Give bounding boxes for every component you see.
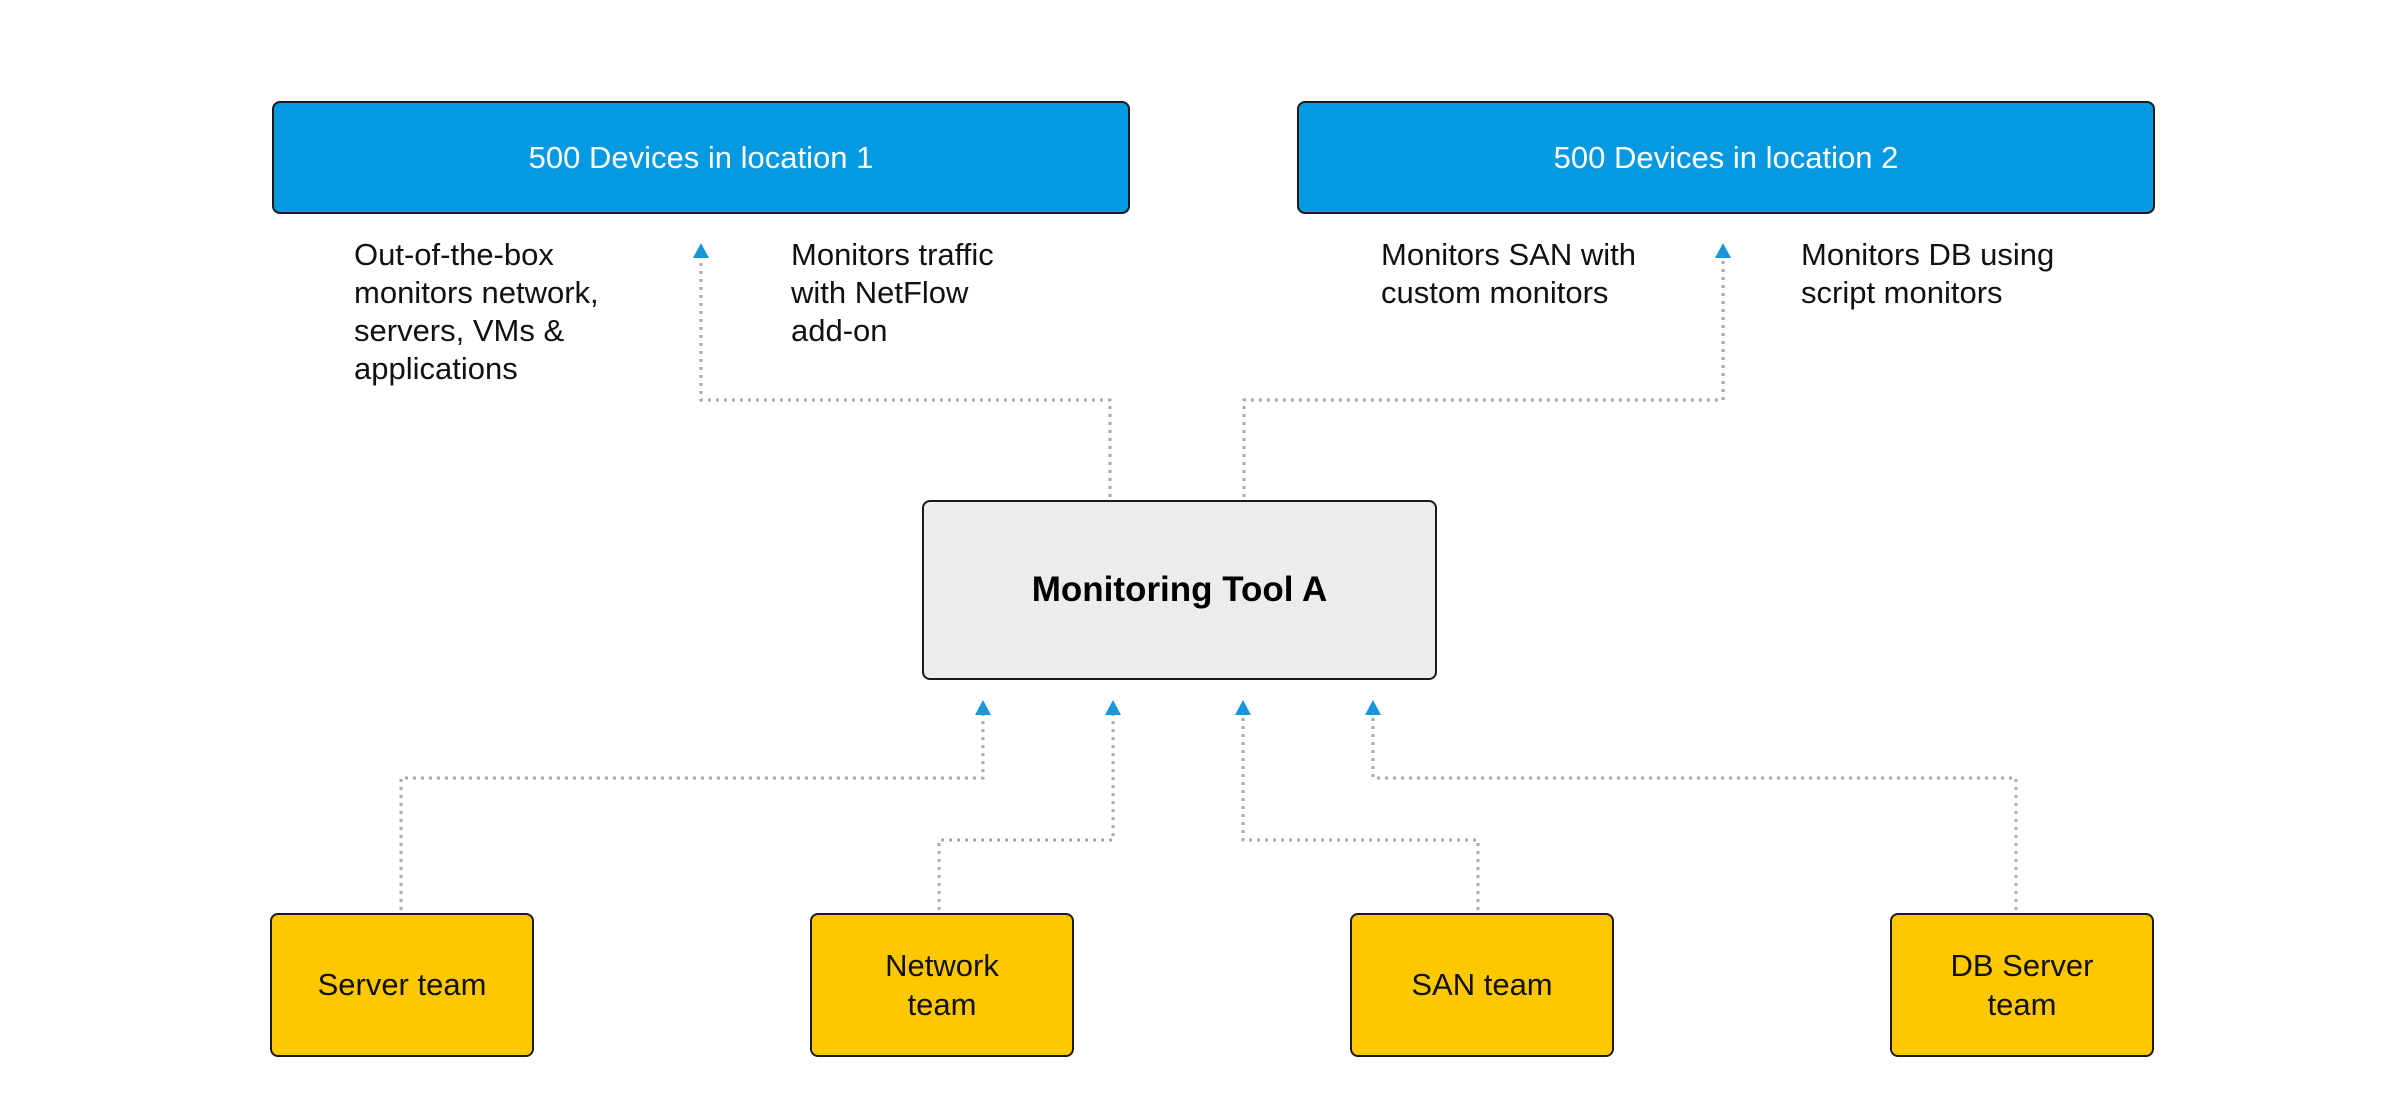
connector-db-team-to-tool [1371,714,2018,910]
team-label-line: team [907,987,977,1022]
location-1-label: 500 Devices in location 1 [528,139,874,175]
annotation-line: Out-of-the-box [354,237,554,272]
connector-server-team-to-tool [399,714,985,910]
team-label-line: DB Server [1950,947,2094,983]
arrowhead-san-team [1235,700,1251,715]
annotation-db-script-monitors: Monitors DB using script monitors [1801,236,2054,312]
team-label-line: Network [885,947,999,983]
location-2-box: 500 Devices in location 2 [1297,101,2155,214]
annotation-line: servers, VMs & [354,313,565,348]
annotation-out-of-the-box: Out-of-the-box monitors network, servers… [354,236,599,388]
db-server-team-box: DB Server team [1890,913,2154,1057]
location-2-label: 500 Devices in location 2 [1553,139,1899,175]
connector-san-team-to-tool [1241,714,1480,910]
annotation-line: applications [354,351,518,386]
annotation-netflow: Monitors traffic with NetFlow add-on [791,236,994,350]
annotation-line: add-on [791,313,888,348]
annotation-line: custom monitors [1381,275,1609,310]
annotation-line: Monitors traffic [791,237,994,272]
connector-tool-to-location-2 [1242,257,1725,497]
arrowhead-server-team [975,700,991,715]
connector-tool-to-location-1 [699,257,1112,497]
network-team-box: Network team [810,913,1074,1057]
san-team-box: SAN team [1350,913,1614,1057]
team-label-line: Server team [317,967,487,1003]
connector-network-team-to-tool [937,714,1115,910]
arrowhead-db-team [1365,700,1381,715]
arrowhead-location-2 [1715,243,1731,258]
annotation-line: script monitors [1801,275,2003,310]
monitoring-tool-box: Monitoring Tool A [922,500,1437,680]
arrowhead-network-team [1105,700,1121,715]
team-label-line: SAN team [1411,967,1553,1003]
monitoring-tool-label: Monitoring Tool A [1031,569,1328,609]
annotation-line: Monitors SAN with [1381,237,1636,272]
server-team-box: Server team [270,913,534,1057]
annotation-line: monitors network, [354,275,599,310]
annotation-san-custom-monitors: Monitors SAN with custom monitors [1381,236,1636,312]
team-label-line: team [1987,987,2057,1022]
arrowhead-location-1 [693,243,709,258]
annotation-line: Monitors DB using [1801,237,2055,272]
location-1-box: 500 Devices in location 1 [272,101,1130,214]
annotation-line: with NetFlow [791,275,969,310]
